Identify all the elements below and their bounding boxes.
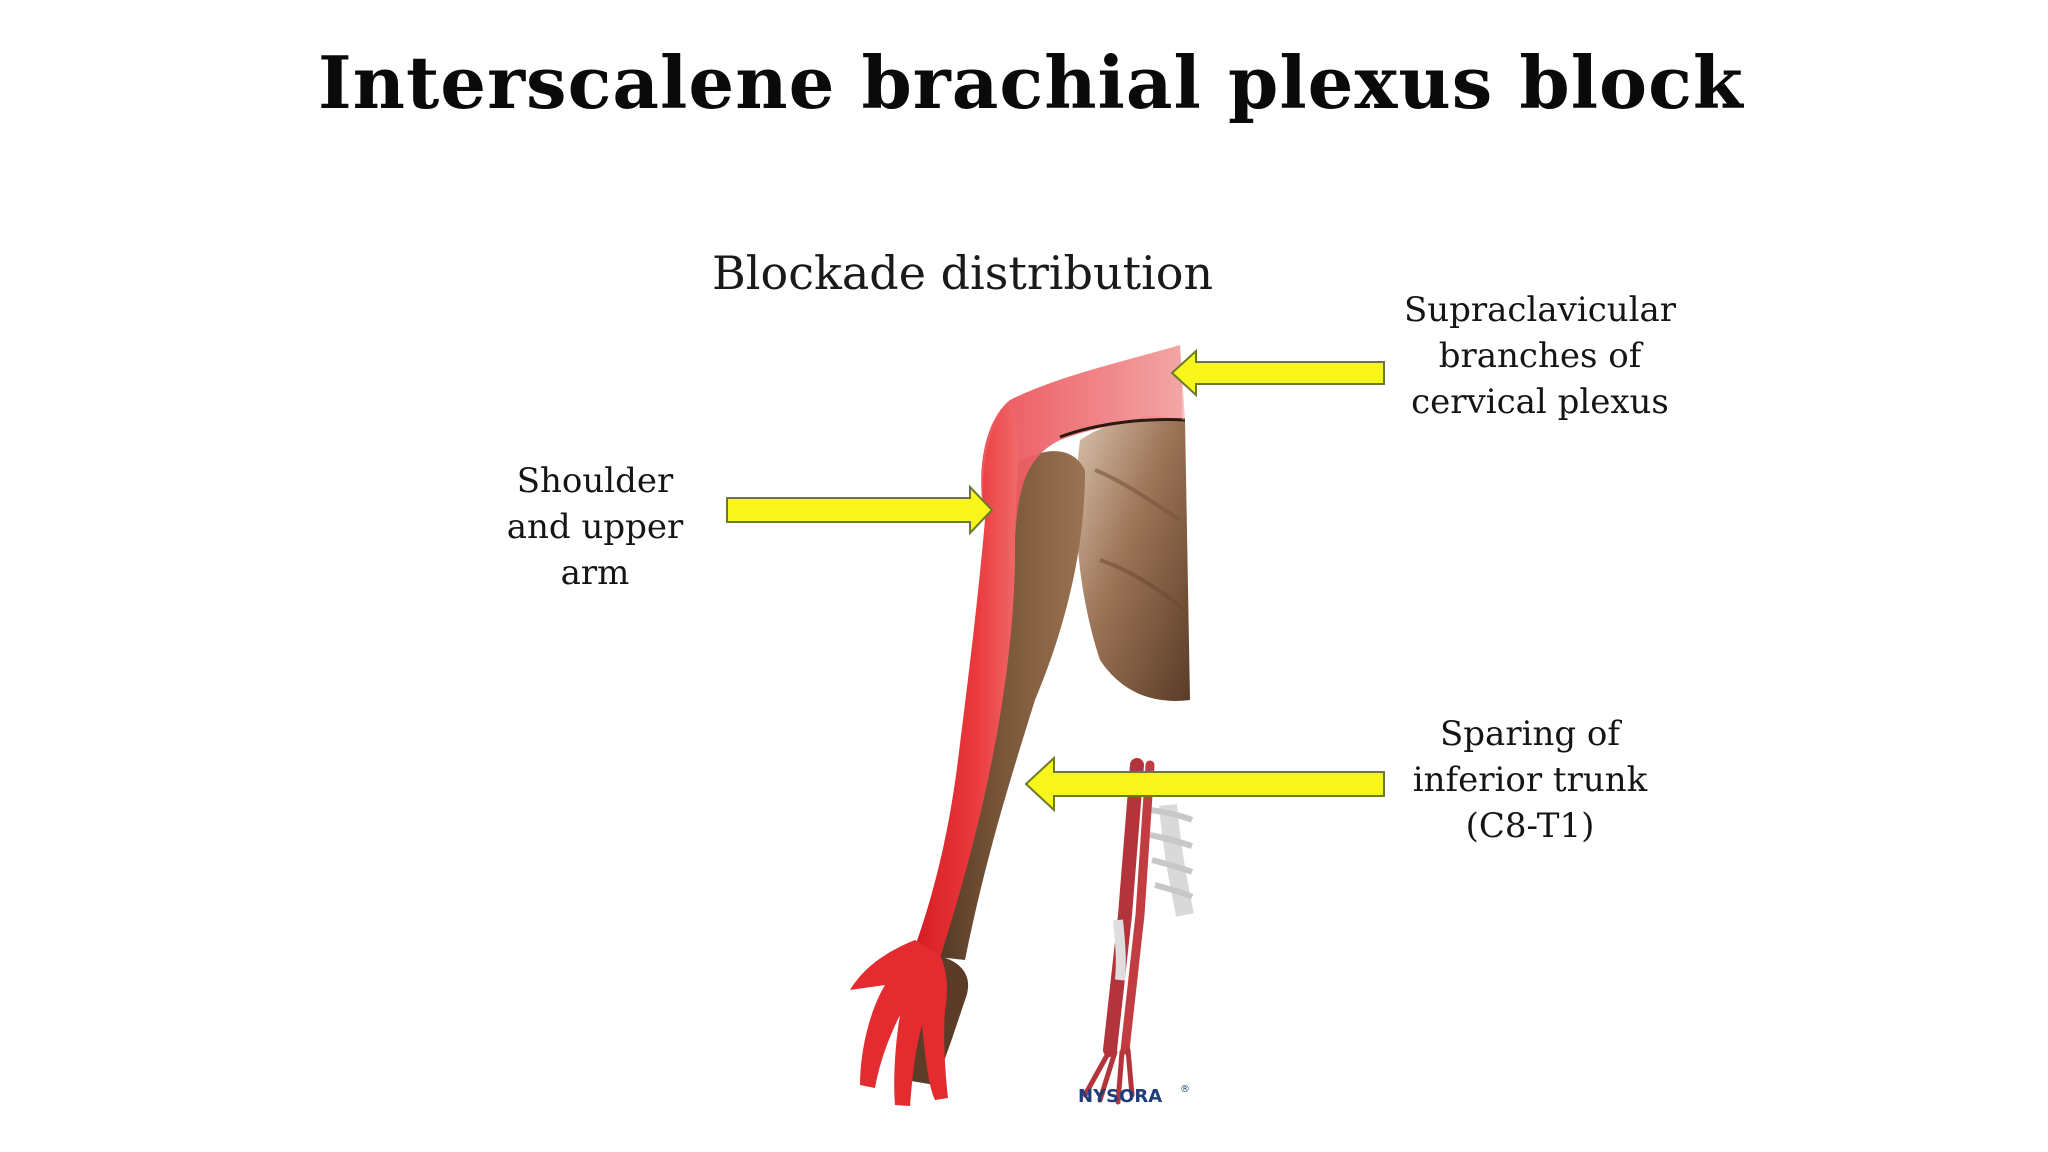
label-line: cervical plexus: [1385, 379, 1695, 425]
label-line: Shoulder: [480, 458, 710, 504]
label-line: branches of: [1385, 333, 1695, 379]
label-line: and upper: [480, 504, 710, 550]
skeleton-figure: [1085, 765, 1192, 1102]
torso: [1076, 416, 1190, 701]
label-line: arm: [480, 550, 710, 596]
logo-text: NYSORA: [1078, 1086, 1162, 1107]
label-line: Supraclavicular: [1385, 287, 1695, 333]
arrow-shoulder: [727, 487, 992, 533]
arrow-supraclavicular: [1172, 351, 1384, 395]
label-sparing-inferior-trunk: Sparing of inferior trunk (C8-T1): [1395, 711, 1665, 849]
label-shoulder-upper-arm: Shoulder and upper arm: [480, 458, 710, 596]
label-line: Sparing of: [1395, 711, 1665, 757]
label-line: inferior trunk: [1395, 757, 1665, 803]
label-line: (C8-T1): [1395, 803, 1665, 849]
arrow-inferior-trunk: [1026, 758, 1384, 810]
logo-registered-mark: ®: [1180, 1084, 1190, 1095]
label-supraclavicular-branches: Supraclavicular branches of cervical ple…: [1385, 287, 1695, 425]
nysora-logo: NYSORA ®: [1078, 1084, 1190, 1107]
